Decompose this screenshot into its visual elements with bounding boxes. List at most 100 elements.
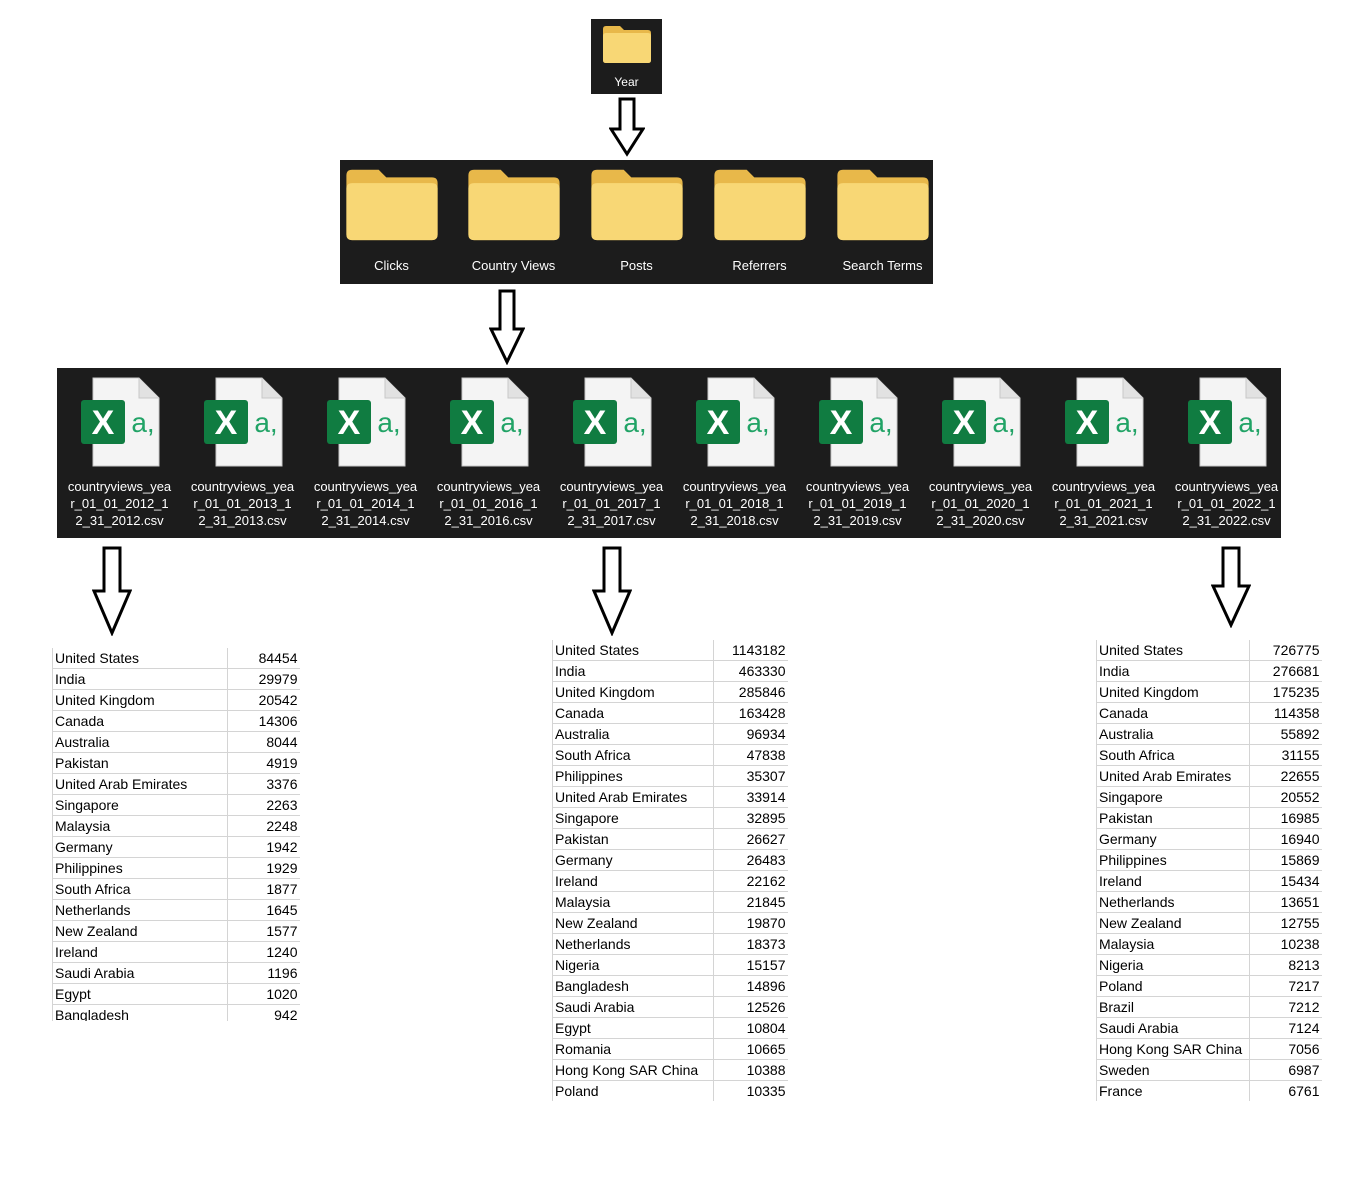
views-cell[interactable]: 20552 xyxy=(1249,786,1322,808)
csv-file-tile[interactable]: X a, countryviews_year_01_01_2021_12_31_… xyxy=(1047,376,1160,529)
country-cell[interactable]: Philippines xyxy=(52,857,228,879)
views-cell[interactable]: 10665 xyxy=(713,1038,788,1060)
views-cell[interactable]: 29979 xyxy=(227,668,300,690)
views-cell[interactable]: 35307 xyxy=(713,765,788,787)
country-cell[interactable]: Malaysia xyxy=(552,891,714,913)
views-cell[interactable]: 10238 xyxy=(1249,933,1322,955)
country-cell[interactable]: Australia xyxy=(52,731,228,753)
country-cell[interactable]: Philippines xyxy=(1096,849,1250,871)
views-cell[interactable]: 55892 xyxy=(1249,723,1322,745)
country-cell[interactable]: France xyxy=(1096,1080,1250,1101)
folder-search-terms[interactable]: Search Terms xyxy=(826,166,939,274)
folder-year[interactable]: Year xyxy=(591,24,662,91)
country-cell[interactable]: Germany xyxy=(552,849,714,871)
views-cell[interactable]: 32895 xyxy=(713,807,788,829)
views-cell[interactable]: 942 xyxy=(227,1004,300,1021)
csv-file-tile[interactable]: X a, countryviews_year_01_01_2012_12_31_… xyxy=(63,376,176,529)
country-cell[interactable]: South Africa xyxy=(552,744,714,766)
country-cell[interactable]: Brazil xyxy=(1096,996,1250,1018)
views-cell[interactable]: 15157 xyxy=(713,954,788,976)
country-cell[interactable]: Egypt xyxy=(552,1017,714,1039)
folder-posts[interactable]: Posts xyxy=(580,166,693,274)
views-cell[interactable]: 19870 xyxy=(713,912,788,934)
country-cell[interactable]: Nigeria xyxy=(552,954,714,976)
views-cell[interactable]: 1196 xyxy=(227,962,300,984)
views-cell[interactable]: 1942 xyxy=(227,836,300,858)
country-cell[interactable]: Nigeria xyxy=(1096,954,1250,976)
country-cell[interactable]: United Kingdom xyxy=(552,681,714,703)
country-cell[interactable]: Australia xyxy=(552,723,714,745)
views-cell[interactable]: 1020 xyxy=(227,983,300,1005)
views-cell[interactable]: 7217 xyxy=(1249,975,1322,997)
country-cell[interactable]: United Kingdom xyxy=(1096,681,1250,703)
views-cell[interactable]: 285846 xyxy=(713,681,788,703)
views-cell[interactable]: 1645 xyxy=(227,899,300,921)
country-cell[interactable]: Singapore xyxy=(52,794,228,816)
csv-file-tile[interactable]: X a, countryviews_year_01_01_2022_12_31_… xyxy=(1170,376,1283,529)
country-cell[interactable]: Netherlands xyxy=(52,899,228,921)
views-cell[interactable]: 15869 xyxy=(1249,849,1322,871)
views-cell[interactable]: 463330 xyxy=(713,660,788,682)
country-cell[interactable]: Netherlands xyxy=(552,933,714,955)
views-cell[interactable]: 10335 xyxy=(713,1080,788,1101)
views-cell[interactable]: 47838 xyxy=(713,744,788,766)
views-cell[interactable]: 7124 xyxy=(1249,1017,1322,1039)
country-cell[interactable]: United States xyxy=(552,640,714,661)
views-cell[interactable]: 2248 xyxy=(227,815,300,837)
csv-file-tile[interactable]: X a, countryviews_year_01_01_2014_12_31_… xyxy=(309,376,422,529)
views-cell[interactable]: 1577 xyxy=(227,920,300,942)
views-cell[interactable]: 1877 xyxy=(227,878,300,900)
country-cell[interactable]: Poland xyxy=(1096,975,1250,997)
views-cell[interactable]: 1929 xyxy=(227,857,300,879)
views-cell[interactable]: 12755 xyxy=(1249,912,1322,934)
country-cell[interactable]: New Zealand xyxy=(52,920,228,942)
csv-file-tile[interactable]: X a, countryviews_year_01_01_2020_12_31_… xyxy=(924,376,1037,529)
country-cell[interactable]: Malaysia xyxy=(52,815,228,837)
views-cell[interactable]: 4919 xyxy=(227,752,300,774)
country-cell[interactable]: Malaysia xyxy=(1096,933,1250,955)
country-cell[interactable]: Netherlands xyxy=(1096,891,1250,913)
country-cell[interactable]: Bangladesh xyxy=(52,1004,228,1021)
views-cell[interactable]: 114358 xyxy=(1249,702,1322,724)
country-cell[interactable]: United Arab Emirates xyxy=(552,786,714,808)
views-cell[interactable]: 6761 xyxy=(1249,1080,1322,1101)
folder-referrers[interactable]: Referrers xyxy=(703,166,816,274)
country-cell[interactable]: Bangladesh xyxy=(552,975,714,997)
country-cell[interactable]: India xyxy=(552,660,714,682)
csv-file-tile[interactable]: X a, countryviews_year_01_01_2018_12_31_… xyxy=(678,376,791,529)
views-cell[interactable]: 96934 xyxy=(713,723,788,745)
country-cell[interactable]: Sweden xyxy=(1096,1059,1250,1081)
country-cell[interactable]: Australia xyxy=(1096,723,1250,745)
views-cell[interactable]: 12526 xyxy=(713,996,788,1018)
views-cell[interactable]: 163428 xyxy=(713,702,788,724)
country-cell[interactable]: Germany xyxy=(52,836,228,858)
views-cell[interactable]: 7212 xyxy=(1249,996,1322,1018)
views-cell[interactable]: 20542 xyxy=(227,689,300,711)
views-cell[interactable]: 16940 xyxy=(1249,828,1322,850)
country-cell[interactable]: Romania xyxy=(552,1038,714,1060)
views-cell[interactable]: 22162 xyxy=(713,870,788,892)
country-cell[interactable]: Singapore xyxy=(1096,786,1250,808)
country-cell[interactable]: Ireland xyxy=(552,870,714,892)
country-cell[interactable]: South Africa xyxy=(1096,744,1250,766)
csv-file-tile[interactable]: X a, countryviews_year_01_01_2019_12_31_… xyxy=(801,376,914,529)
country-cell[interactable]: India xyxy=(1096,660,1250,682)
views-cell[interactable]: 33914 xyxy=(713,786,788,808)
country-cell[interactable]: Egypt xyxy=(52,983,228,1005)
views-cell[interactable]: 15434 xyxy=(1249,870,1322,892)
views-cell[interactable]: 22655 xyxy=(1249,765,1322,787)
country-cell[interactable]: New Zealand xyxy=(1096,912,1250,934)
views-cell[interactable]: 6987 xyxy=(1249,1059,1322,1081)
csv-file-tile[interactable]: X a, countryviews_year_01_01_2013_12_31_… xyxy=(186,376,299,529)
country-cell[interactable]: Canada xyxy=(52,710,228,732)
country-cell[interactable]: Saudi Arabia xyxy=(1096,1017,1250,1039)
views-cell[interactable]: 1240 xyxy=(227,941,300,963)
country-cell[interactable]: Ireland xyxy=(1096,870,1250,892)
country-cell[interactable]: Canada xyxy=(552,702,714,724)
folder-clicks[interactable]: Clicks xyxy=(335,166,448,274)
country-cell[interactable]: Singapore xyxy=(552,807,714,829)
views-cell[interactable]: 8044 xyxy=(227,731,300,753)
views-cell[interactable]: 21845 xyxy=(713,891,788,913)
views-cell[interactable]: 175235 xyxy=(1249,681,1322,703)
country-cell[interactable]: United States xyxy=(1096,640,1250,661)
